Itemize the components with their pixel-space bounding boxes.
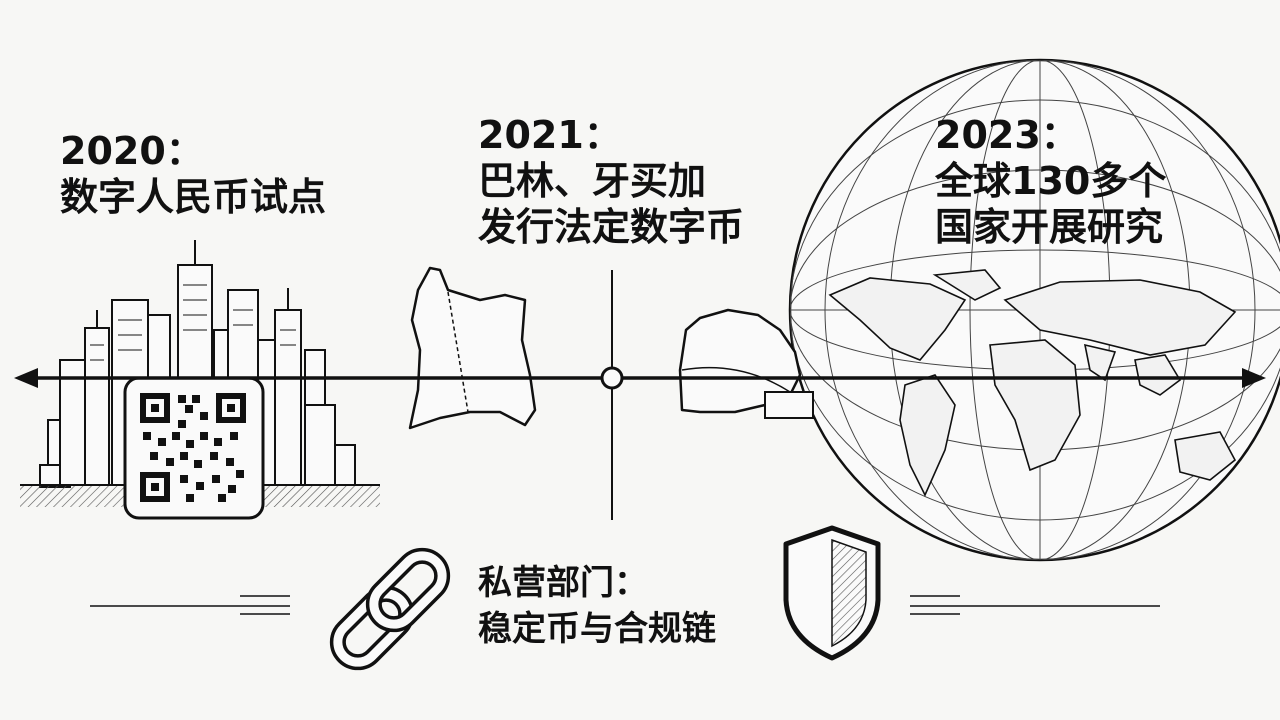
jamaica-map-icon [678, 308, 814, 419]
private-sector-title: 私营部门： [478, 563, 648, 603]
milestone-2023-text-line-2: 国家开展研究 [935, 205, 1164, 249]
timeline-axis [14, 270, 1266, 520]
milestone-2023-year: 2023： [935, 113, 1079, 157]
milestone-2023-text-line-1: 全球130多个 [935, 159, 1167, 203]
private-sector-text: 稳定币与合规链 [478, 609, 716, 649]
milestone-2020-text: 数字人民币试点 [60, 175, 327, 219]
milestone-2020-label: 2020： 数字人民币试点 [60, 128, 326, 220]
milestone-2020-year: 2020： [60, 129, 204, 173]
milestone-2021-year: 2021： [478, 113, 622, 157]
bahrain-map-icon [408, 266, 537, 430]
globe-icon [788, 58, 1280, 562]
milestone-2021-label: 2021： 巴林、牙买加 发行法定数字币 [478, 112, 744, 250]
milestone-2021-text-line-2: 发行法定数字币 [478, 205, 745, 249]
private-sector-label: 私营部门： 稳定币与合规链 [478, 560, 716, 652]
chain-link-icon [329, 547, 451, 671]
milestone-2023-label: 2023： 全球130多个 国家开展研究 [935, 112, 1166, 250]
milestone-2021-text-line-1: 巴林、牙买加 [478, 159, 707, 203]
qr-code-icon [123, 376, 265, 520]
separator-lines [90, 595, 1160, 615]
shield-icon [783, 525, 881, 661]
